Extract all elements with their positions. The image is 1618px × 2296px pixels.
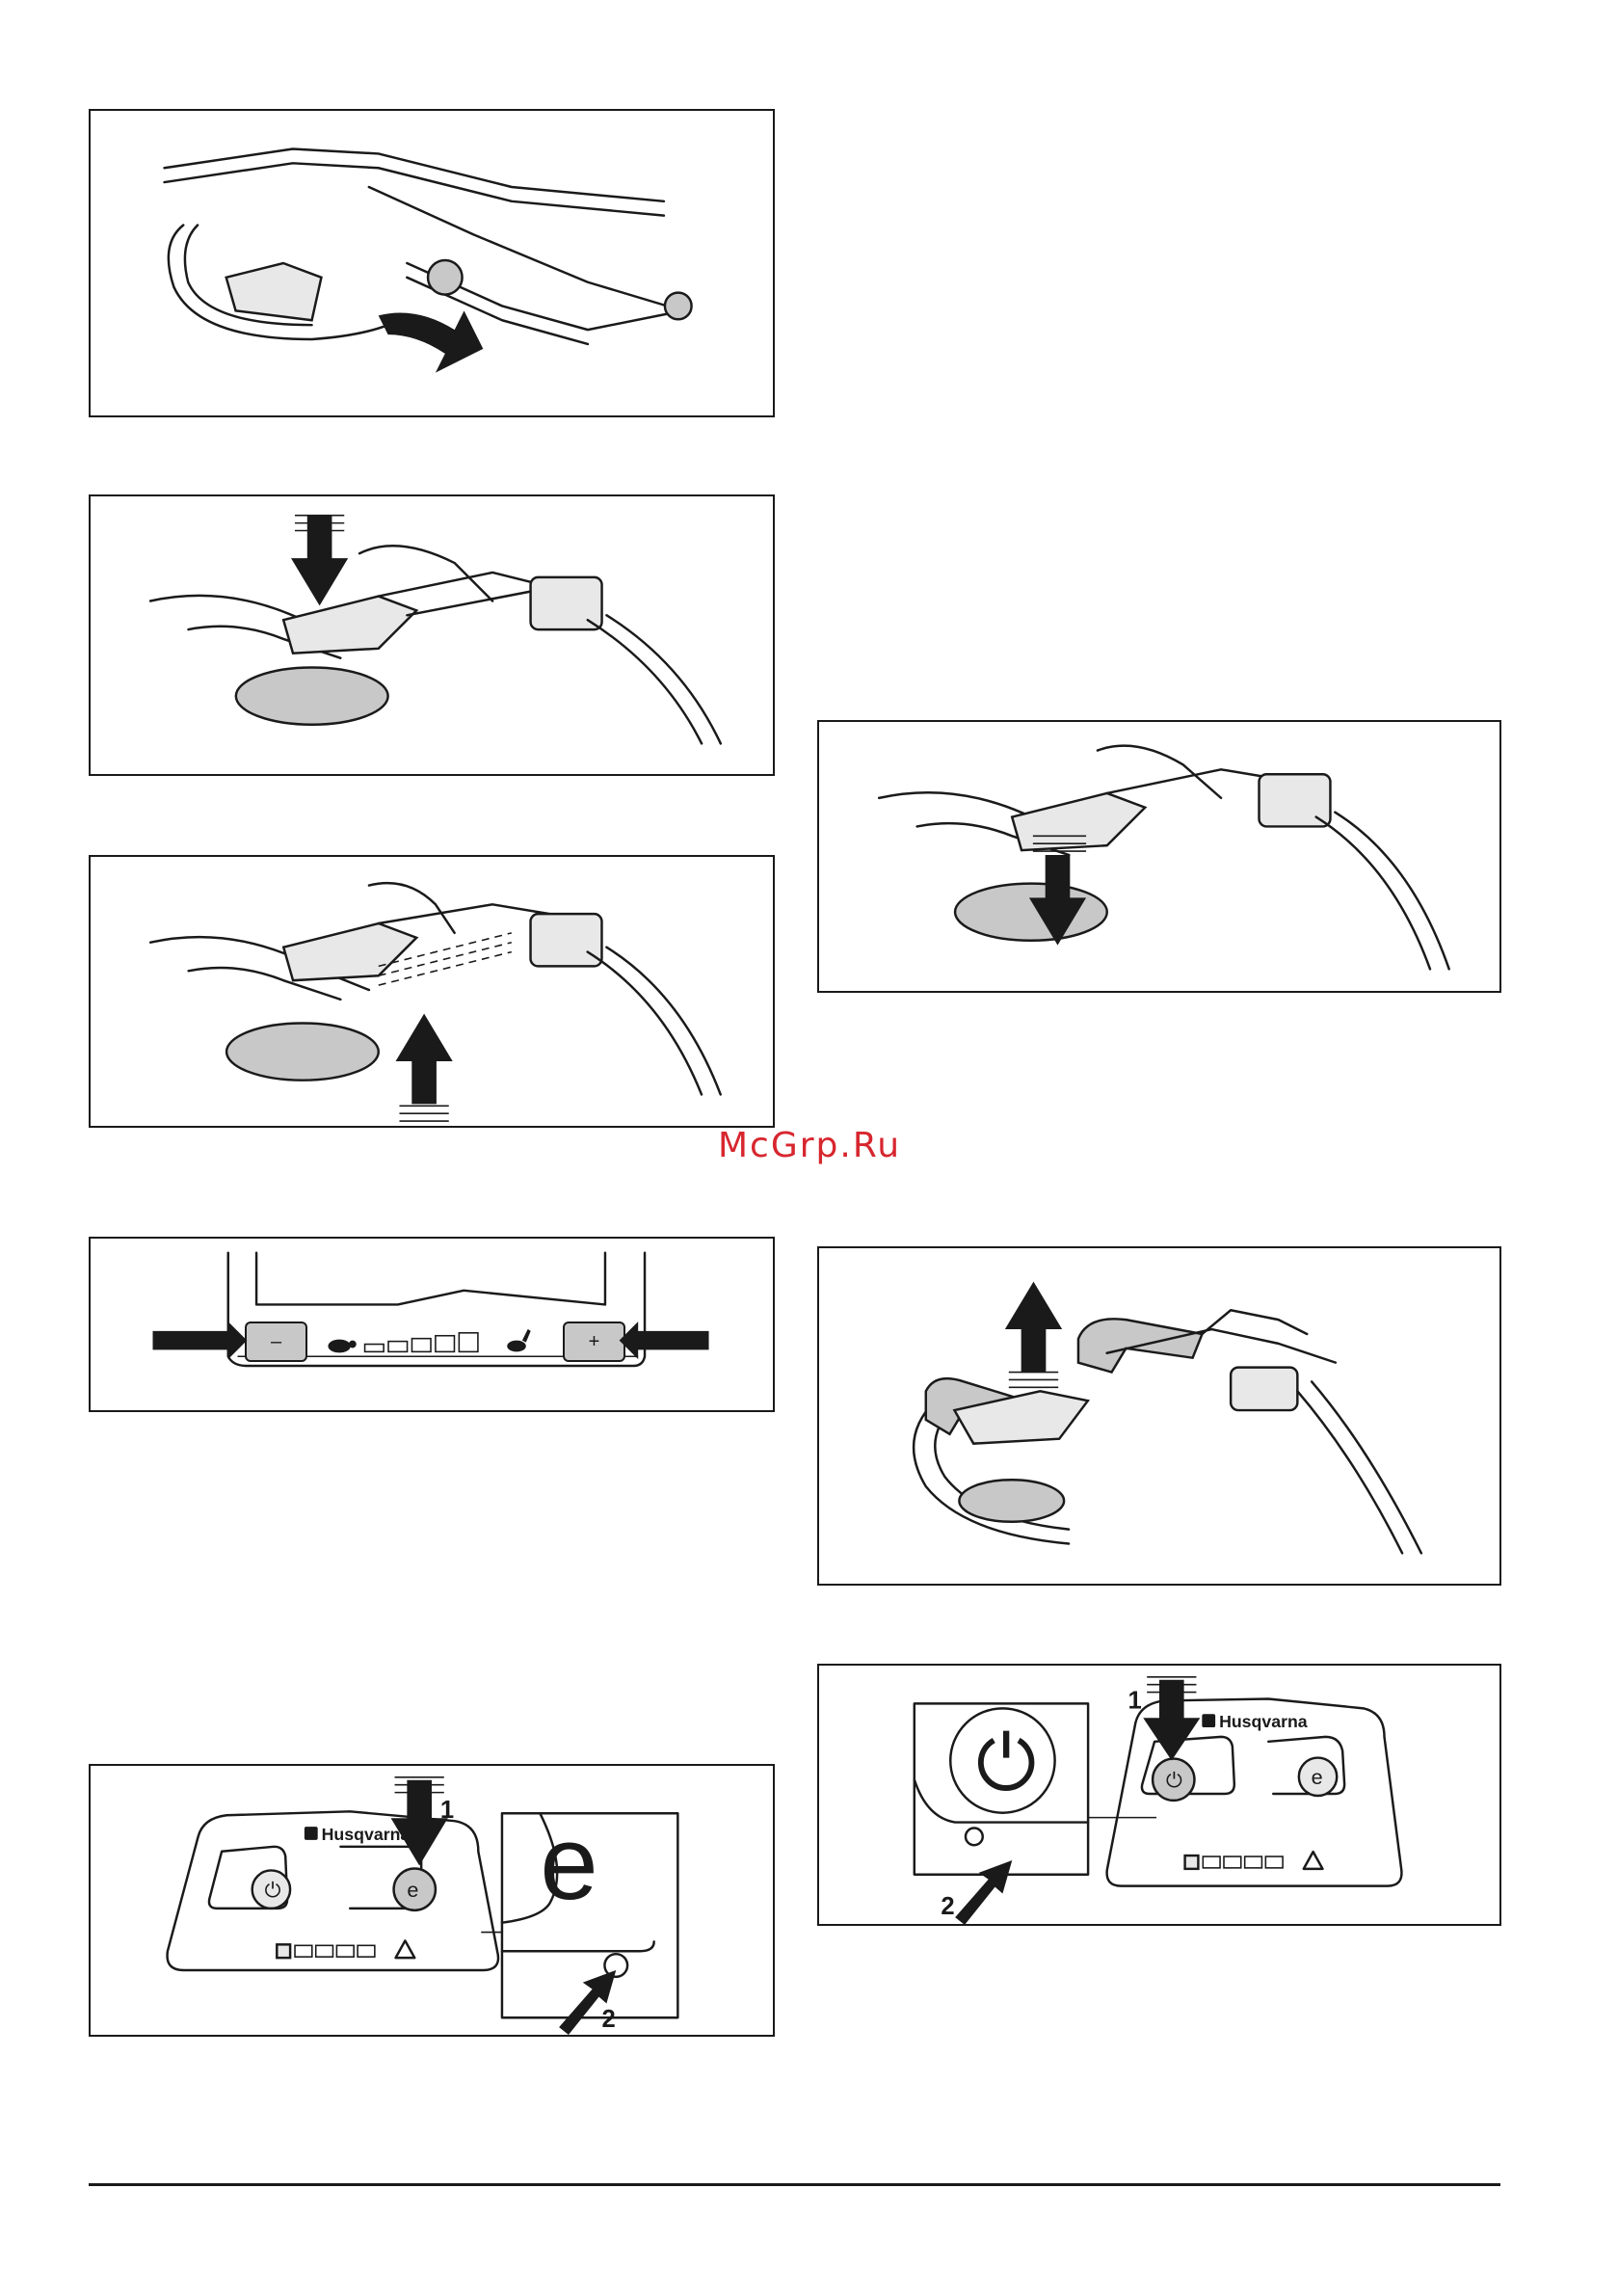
hands-press-bar-down-illustration (91, 496, 773, 774)
hands-press-bar-down-illustration (819, 722, 1499, 991)
footer-rule (89, 2183, 1500, 2186)
eco-symbol-large: e (540, 1804, 597, 1921)
eco-symbol-small: e (407, 1878, 418, 1902)
brand-label: Husqvarna (1219, 1712, 1308, 1731)
figure-eco-panel: ⏻ e Husqvarna 1 e 2 (89, 1764, 775, 2037)
speed-minus-button[interactable]: – (245, 1322, 307, 1362)
callout-2: 2 (941, 1893, 954, 1920)
hands-lift-bar-up-illustration (91, 857, 773, 1126)
power-symbol-large: ⏻ (976, 1721, 1036, 1805)
callout-2: 2 (601, 2006, 615, 2033)
warning-icon (396, 1940, 415, 1958)
husqvarna-logo-icon (1202, 1714, 1215, 1727)
handle-lift-illustration (819, 1248, 1499, 1584)
handle-fold-illustration (91, 111, 773, 415)
callout-1: 1 (440, 1797, 454, 1824)
watermark: McGrp.Ru (718, 1126, 901, 1165)
callout-1: 1 (1127, 1687, 1141, 1714)
power-symbol: ⏻ (264, 1878, 280, 1902)
warning-icon (1304, 1852, 1323, 1869)
figure-press-bar-down-right (817, 720, 1501, 993)
eco-symbol-small: e (1312, 1765, 1323, 1789)
speed-plus-label: + (589, 1331, 600, 1352)
figure-lift-bar-up (89, 855, 775, 1128)
husqvarna-logo-icon (305, 1827, 318, 1840)
figure-press-bar-down (89, 494, 775, 776)
power-symbol-small: ⏻ (1166, 1768, 1182, 1792)
figure-power-panel: ⏻ 2 ⏻ e Husqvarna 1 (817, 1664, 1501, 1926)
figure-handle-lift (817, 1246, 1501, 1586)
speed-minus-label: – (271, 1331, 281, 1352)
speed-plus-button[interactable]: + (563, 1322, 625, 1362)
figure-speed-panel: – + (89, 1237, 775, 1412)
figure-handle-fold (89, 109, 775, 417)
